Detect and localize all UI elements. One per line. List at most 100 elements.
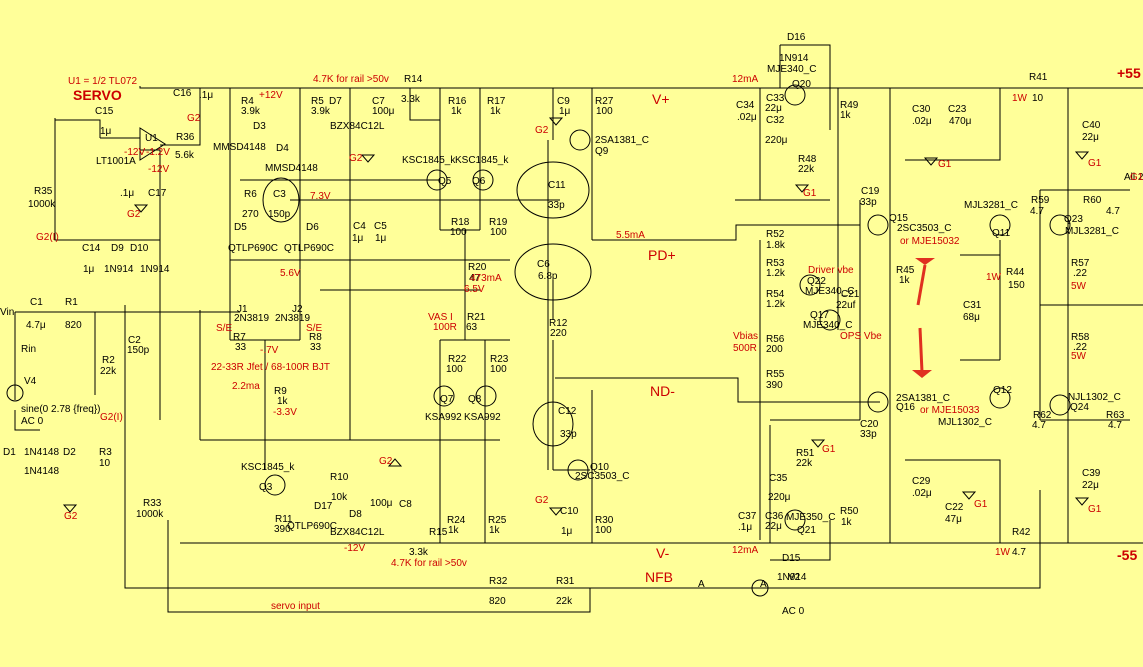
label: D1 (3, 447, 16, 458)
label: C32 (766, 115, 785, 126)
label: 1000k (28, 199, 56, 210)
label: R1 (65, 297, 78, 308)
label: 22μ (1082, 480, 1099, 491)
label: R63 (1106, 410, 1125, 421)
label: 3.9k (311, 106, 331, 117)
label: R9 (274, 386, 287, 397)
label: 1μ (561, 526, 573, 537)
label: C4 (353, 221, 366, 232)
label: 1k (489, 525, 501, 536)
label: 100 (446, 364, 463, 375)
label: 68μ (963, 312, 980, 323)
svg-text:-1.2V: -1.2V (146, 147, 170, 158)
label: R27 (595, 96, 614, 107)
label: D9 (111, 243, 124, 254)
label: 1k (490, 106, 502, 117)
label: .02μ (912, 116, 932, 127)
source-v2 (751, 579, 769, 597)
label: C8 (399, 499, 412, 510)
label: R59 (1031, 195, 1050, 206)
label: C31 (963, 300, 982, 311)
highlight-c11 (516, 161, 590, 219)
label: 100 (490, 227, 507, 238)
label: 1k (841, 517, 853, 528)
svg-text:or MJE15033: or MJE15033 (920, 405, 980, 416)
label: 4.7K for rail >50v (313, 74, 389, 85)
svg-text:+12V: +12V (259, 90, 283, 101)
label: 100 (450, 227, 467, 238)
label: MMSD4148 (265, 163, 318, 174)
label: AC 0 (782, 606, 805, 617)
svg-text:473mA: 473mA (470, 273, 502, 284)
label: 22k (796, 458, 813, 469)
label: 390 (766, 380, 783, 391)
label: 3.9k (241, 106, 261, 117)
label: R53 (766, 258, 785, 269)
net-vplus: V+ (652, 91, 670, 107)
label: C6 (537, 259, 550, 270)
label: 33p (560, 429, 577, 440)
label: R60 (1083, 195, 1102, 206)
label: 2N3819 (275, 313, 310, 324)
label: R30 (595, 515, 614, 526)
label: MJL3281_C (1065, 226, 1119, 237)
label: R56 (766, 334, 785, 345)
component-labels: R14 3.3k 4.7K for rail >50v R15 3.3k 4.7… (0, 32, 1143, 617)
label: 220μ (765, 135, 788, 146)
label: Q9 (595, 146, 609, 157)
svg-text:-12V: -12V (148, 164, 169, 175)
svg-text:1W: 1W (1012, 93, 1028, 104)
label: 4.7 (1012, 547, 1026, 558)
net-nfb: NFB (645, 569, 673, 585)
label: 33p (860, 429, 877, 440)
label: R24 (447, 515, 466, 526)
label: J2 (292, 304, 303, 315)
svg-text:1W: 1W (995, 547, 1011, 558)
svg-text:G2(I): G2(I) (36, 232, 59, 243)
svg-text:G2: G2 (127, 209, 141, 220)
label: R36 (176, 132, 195, 143)
label: 1μ (375, 233, 387, 244)
label: C11 (548, 180, 566, 191)
label: KSA992 (425, 412, 462, 423)
svg-text:5W: 5W (1071, 281, 1087, 292)
label: 33p (860, 197, 877, 208)
label: 820 (489, 596, 506, 607)
label: U1 (145, 133, 158, 144)
svg-text:6.5V: 6.5V (464, 284, 485, 295)
label: R62 (1033, 410, 1052, 421)
label: R3 (99, 447, 112, 458)
label: 100μ (372, 106, 395, 117)
label: R58 (1071, 332, 1090, 343)
label: R50 (840, 506, 859, 517)
label: QTLP690C (284, 243, 334, 254)
label: BZX84C12L (330, 527, 385, 538)
label: R19 (489, 217, 508, 228)
label: 1.2k (766, 268, 786, 279)
svg-text:7.3V: 7.3V (310, 191, 331, 202)
opamp-u1 (139, 127, 166, 161)
svg-text:22-33R Jfet / 68-100R BJT: 22-33R Jfet / 68-100R BJT (211, 362, 330, 373)
svg-text:S/E: S/E (306, 323, 322, 334)
svg-text:2.2ma: 2.2ma (232, 381, 260, 392)
label: R55 (766, 369, 785, 380)
label: 200 (766, 344, 783, 355)
label: D17 (314, 501, 333, 512)
label: C9 (557, 96, 570, 107)
label: R15 (429, 527, 448, 538)
label: R52 (766, 229, 785, 240)
label: 63 (466, 322, 478, 333)
label: 1μ (559, 106, 571, 117)
label: MJE340_C (805, 286, 854, 297)
components (6, 84, 1090, 597)
label: C22 (945, 502, 964, 513)
label: R54 (766, 289, 785, 300)
label: 22μ (765, 521, 782, 532)
label: 1k (277, 396, 289, 407)
label: 10k (331, 492, 348, 503)
label: R5 (311, 96, 324, 107)
svg-text:12mA: 12mA (732, 74, 758, 85)
label: 4.7μ (26, 320, 46, 331)
label: 1.2k (766, 299, 786, 310)
